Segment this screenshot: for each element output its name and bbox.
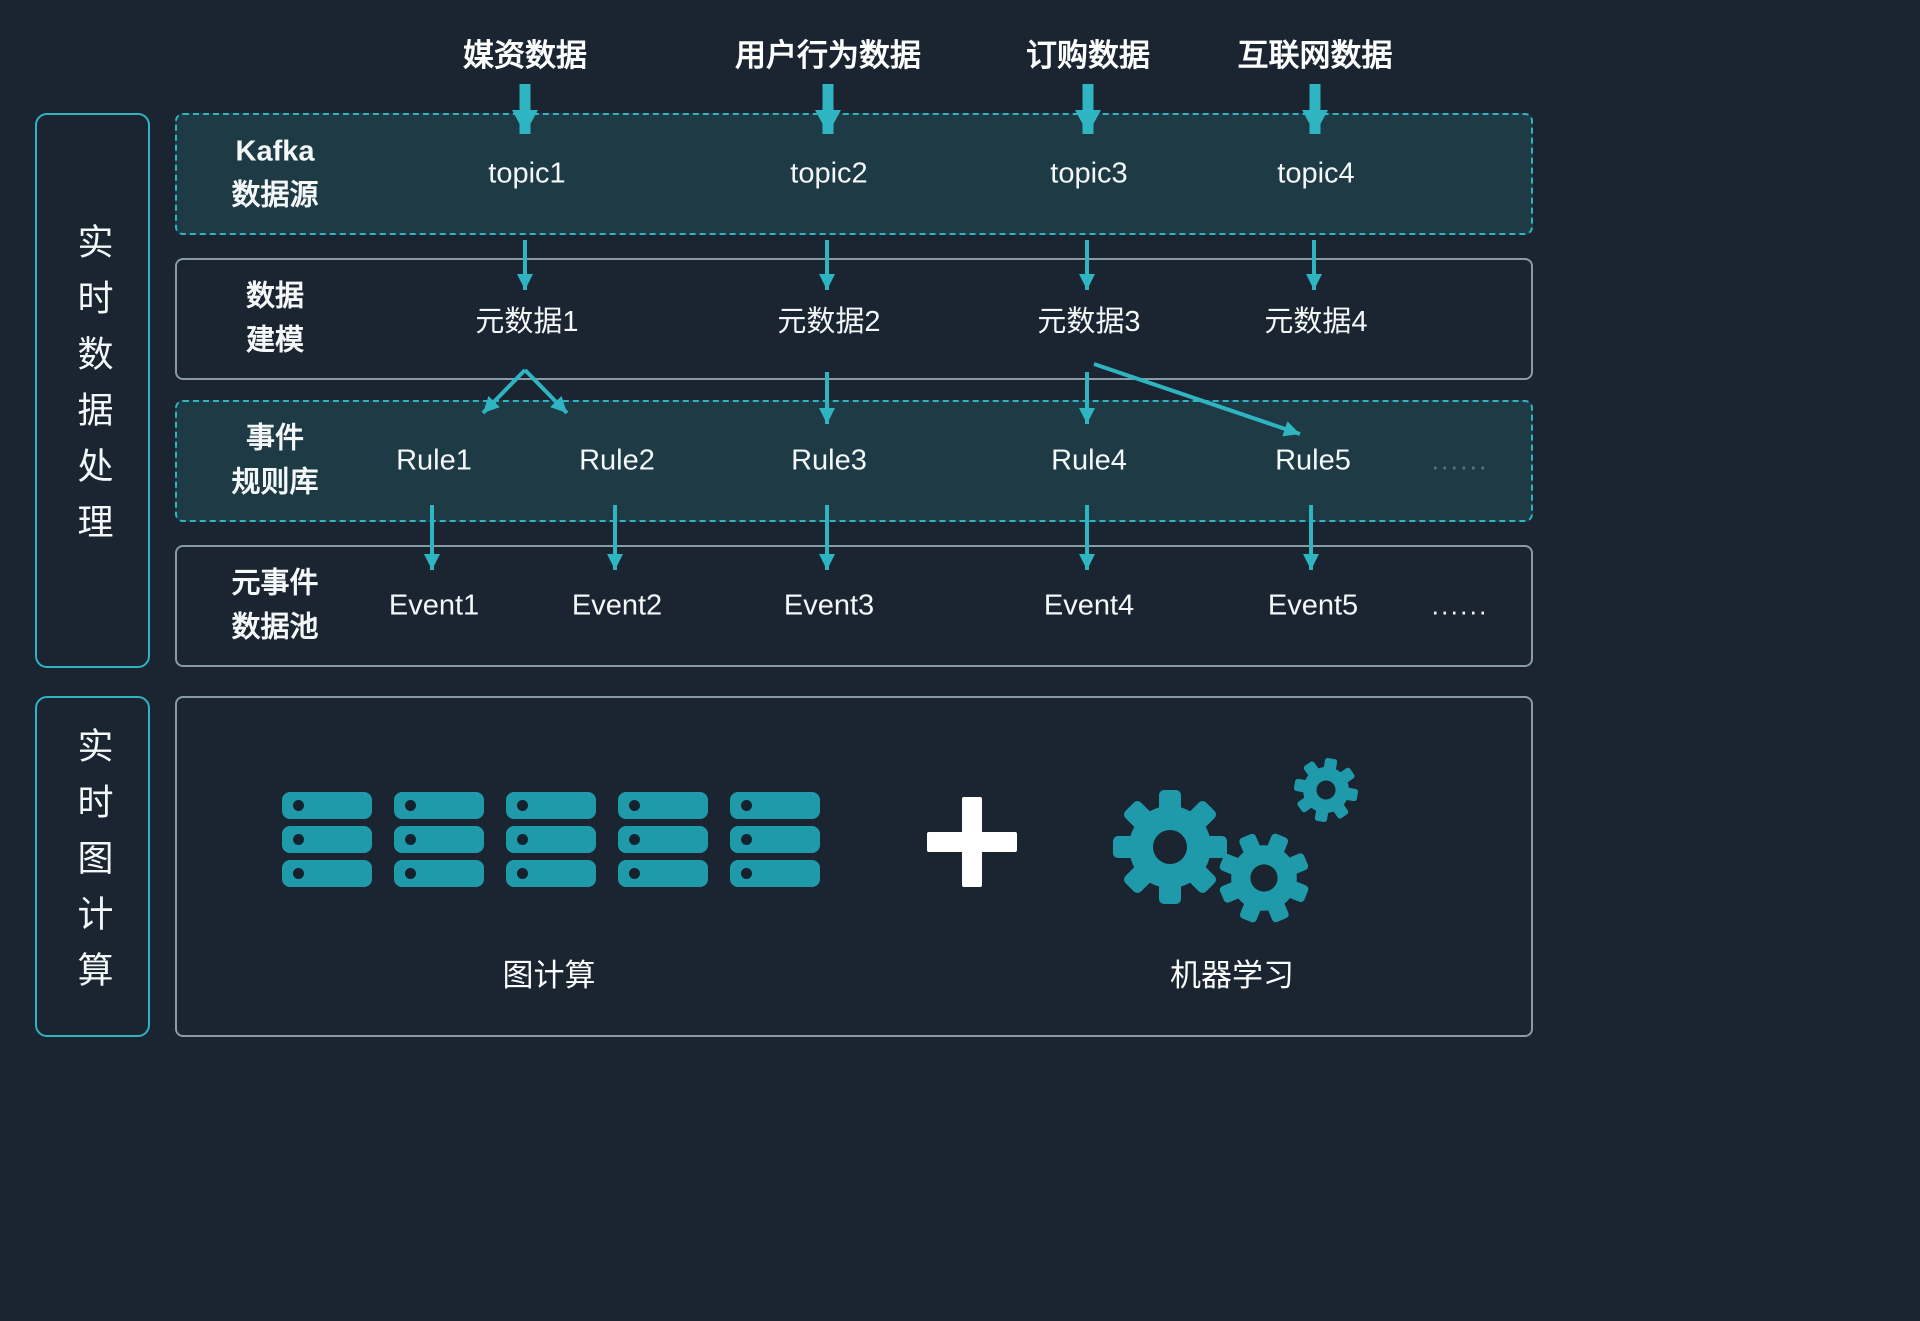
events-row-label-line2: 数据池 <box>231 611 319 643</box>
side-panel-realtime-data-processing: 实时数据处理 <box>35 113 150 668</box>
rule-4: Rule4 <box>1051 444 1127 477</box>
side-panel-realtime-graph-compute: 实时图计算 <box>35 696 150 1037</box>
rules-row-label-line2: 规则库 <box>231 466 319 498</box>
metadata-4: 元数据4 <box>1264 306 1368 338</box>
side-panel-bottom-label: 实时图计算 <box>72 726 114 1007</box>
rule-1: Rule1 <box>396 444 472 477</box>
metadata-1: 元数据1 <box>475 306 579 338</box>
rules-row-label: 事件 规则库 <box>177 418 373 505</box>
kafka-topic-2: topic2 <box>790 157 868 190</box>
server-stack <box>394 792 484 887</box>
machine-learning-label: 机器学习 <box>1170 958 1294 993</box>
graph-compute-box: 图计算 机器学习 <box>175 696 1533 1037</box>
gears-icon <box>1113 753 1363 938</box>
events-row-label-line1: 元事件 <box>231 567 319 600</box>
server-stack <box>730 792 820 887</box>
kafka-row-label-line1: Kafka <box>235 135 315 168</box>
kafka-row-label-line2: 数据源 <box>231 179 319 211</box>
modeling-row-label-line2: 建模 <box>245 324 304 356</box>
event-5: Event5 <box>1267 589 1359 622</box>
events-ellipsis: ...... <box>1431 590 1489 621</box>
kafka-topic-4: topic4 <box>1277 157 1355 190</box>
server-stack <box>618 792 708 887</box>
source-label-media: 媒资数据 <box>463 38 587 73</box>
event-rule-library-row: 事件 规则库 Rule1 Rule2 Rule3 Rule4 Rule5 ...… <box>175 400 1533 522</box>
source-label-internet: 互联网数据 <box>1237 38 1393 73</box>
source-label-order: 订购数据 <box>1026 38 1150 73</box>
server-rack-icon <box>282 792 820 887</box>
server-stack <box>506 792 596 887</box>
event-3: Event3 <box>783 589 875 622</box>
kafka-topic-3: topic3 <box>1050 157 1128 190</box>
event-4: Event4 <box>1043 589 1135 622</box>
rule-5: Rule5 <box>1275 444 1351 477</box>
plus-icon <box>927 797 1017 887</box>
kafka-source-row: Kafka 数据源 topic1 topic2 topic3 topic4 <box>175 113 1533 235</box>
kafka-row-label: Kafka 数据源 <box>177 131 373 218</box>
rules-ellipsis: ...... <box>1431 445 1489 476</box>
rule-3: Rule3 <box>791 444 867 477</box>
data-modeling-row: 数据 建模 元数据1 元数据2 元数据3 元数据4 <box>175 258 1533 380</box>
server-stack <box>282 792 372 887</box>
metadata-2: 元数据2 <box>777 306 881 338</box>
side-panel-top-label: 实时数据处理 <box>72 222 114 559</box>
kafka-topic-1: topic1 <box>488 157 566 190</box>
modeling-row-label-line1: 数据 <box>245 280 304 313</box>
source-label-behavior: 用户行为数据 <box>735 38 921 73</box>
metadata-3: 元数据3 <box>1037 306 1141 338</box>
graph-compute-label: 图计算 <box>502 958 596 993</box>
events-row-label: 元事件 数据池 <box>177 563 373 650</box>
rule-2: Rule2 <box>579 444 655 477</box>
event-1: Event1 <box>388 589 480 622</box>
event-2: Event2 <box>571 589 663 622</box>
modeling-row-label: 数据 建模 <box>177 276 373 363</box>
rules-row-label-line1: 事件 <box>245 422 304 455</box>
meta-event-pool-row: 元事件 数据池 Event1 Event2 Event3 Event4 Even… <box>175 545 1533 667</box>
